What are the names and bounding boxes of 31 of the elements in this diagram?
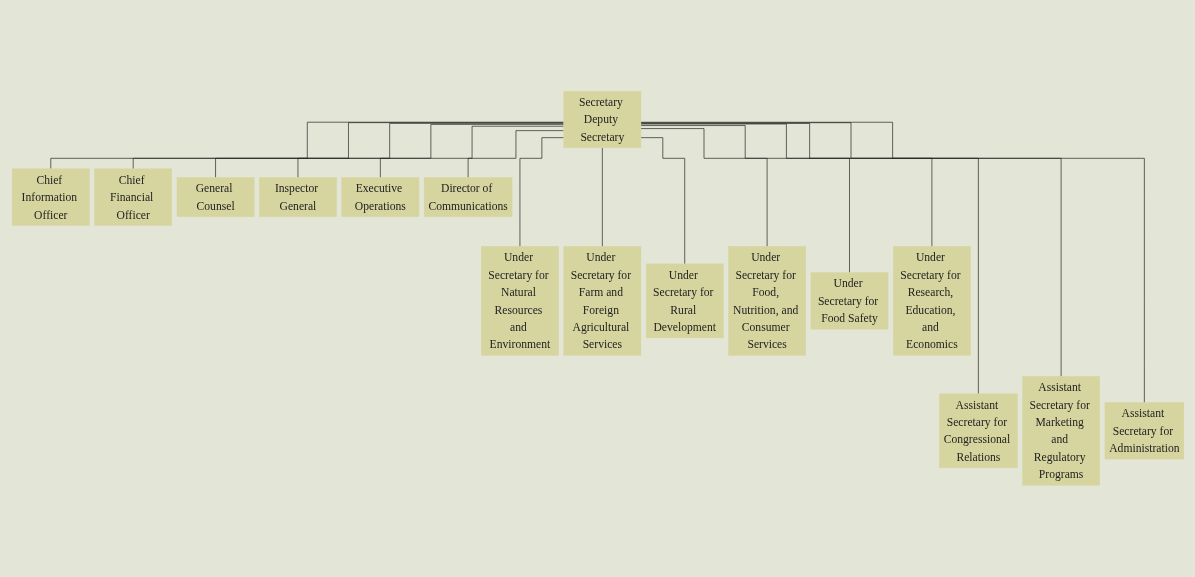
connector <box>379 126 564 179</box>
connector <box>214 123 564 179</box>
node-box: Assistant Secretary for Congressional Relations <box>938 393 1018 469</box>
connector <box>640 123 979 395</box>
node-box: Under Secretary for Farm and Foreign Agricultural Services <box>563 246 641 356</box>
node-box: Director of Communications <box>423 177 512 218</box>
connector <box>467 130 564 179</box>
node-box: Under Secretary for Food Safety <box>810 272 888 330</box>
connector <box>519 137 564 248</box>
node-box: Under Secretary for Natural Resources and Environment <box>480 246 559 356</box>
node-box: Assistant Secretary for Administration <box>1104 402 1184 460</box>
node-box: Secretary Deputy Secretary <box>563 91 641 149</box>
connector <box>297 124 564 179</box>
node-box: Chief Financial Officer <box>93 168 172 226</box>
connector <box>640 128 767 248</box>
node-box: Under Secretary for Research, Education, and Economics <box>892 246 971 356</box>
connector <box>640 123 932 248</box>
node-box: Under Secretary for Rural Development <box>645 263 724 339</box>
connector <box>132 122 564 170</box>
connector <box>601 147 603 248</box>
node-box: General Counsel <box>176 177 254 218</box>
node-box: Chief Information Officer <box>11 168 90 226</box>
connector <box>640 122 1145 404</box>
connector <box>49 122 564 170</box>
connector <box>640 122 1061 378</box>
node-box: Inspector General <box>258 177 337 218</box>
node-box: Under Secretary for Food, Nutrition, and Consumer Services <box>727 246 806 356</box>
connector <box>640 125 850 274</box>
node-box: Assistant Secretary for Marketing and Regulatory Programs <box>1021 376 1100 486</box>
node-box: Executive Operations <box>341 177 419 218</box>
connector <box>640 137 685 265</box>
